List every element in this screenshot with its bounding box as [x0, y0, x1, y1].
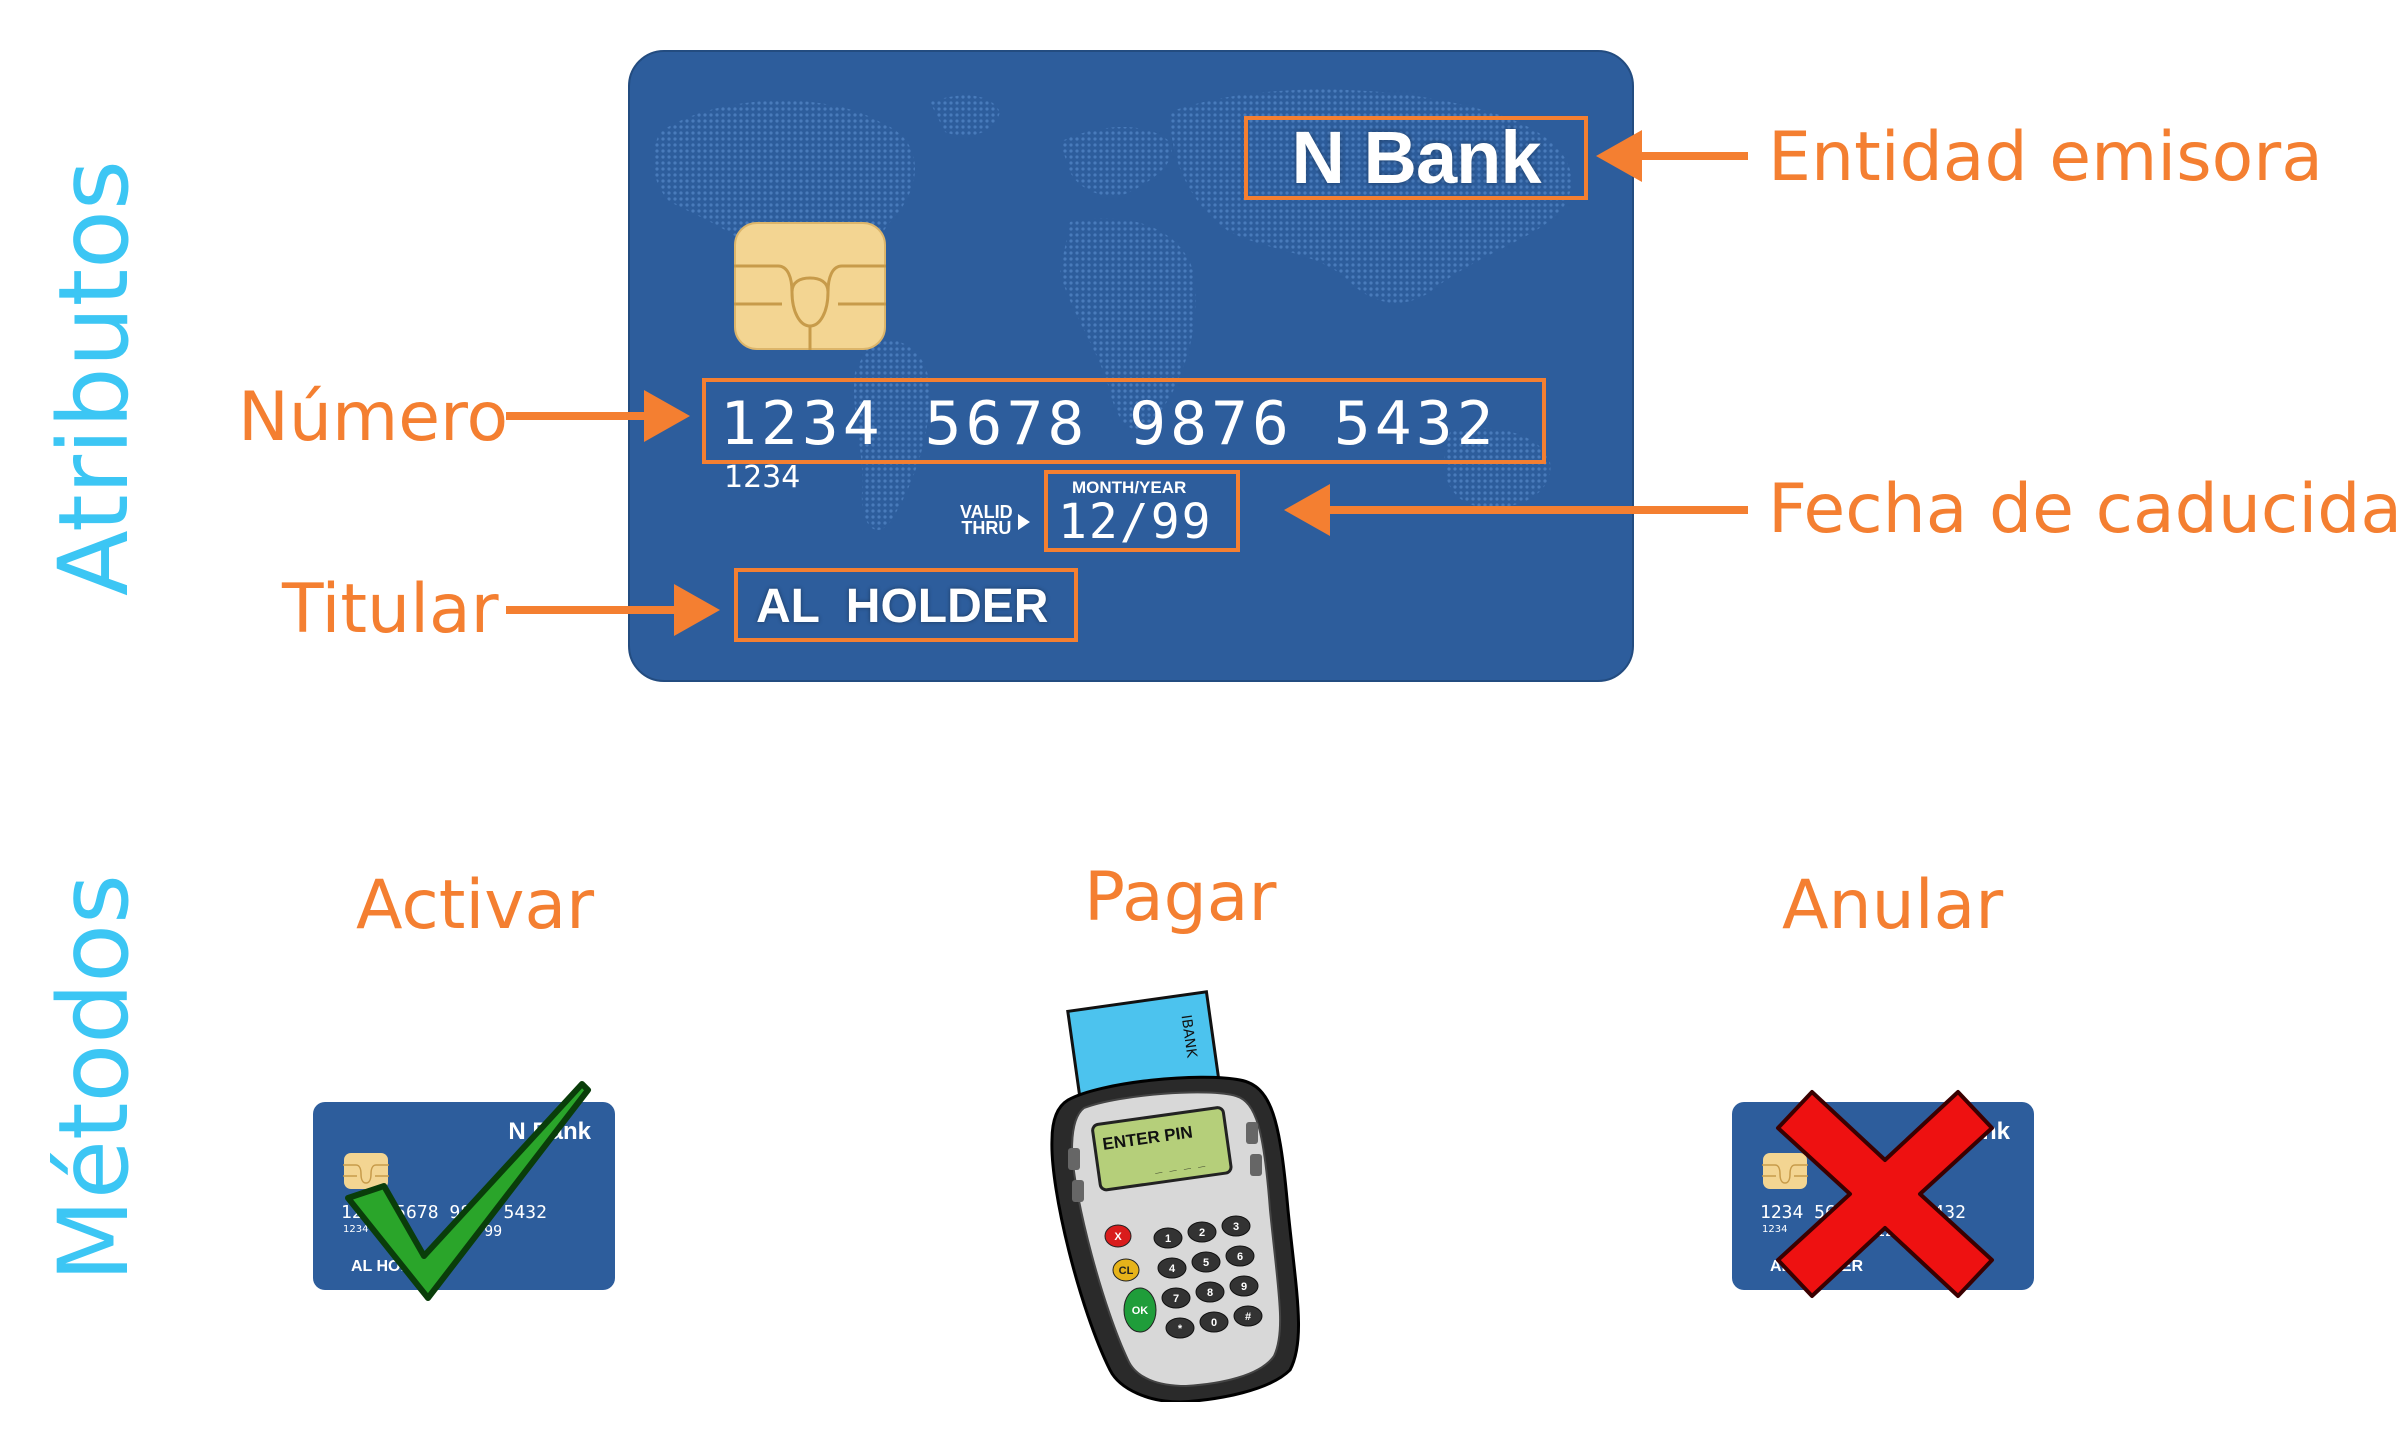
terminal-key-x [1104, 1224, 1132, 1248]
valid-thru-arrow-icon [1018, 514, 1030, 530]
method-activate: Activar [356, 866, 595, 945]
terminal-key-9 [1229, 1275, 1259, 1297]
card-number: 1234 5678 9876 5432 [720, 389, 1498, 459]
expiry-box: MONTH/YEAR 12/99 [1044, 470, 1240, 552]
terminal-card-bank: IBANK [1178, 1014, 1200, 1060]
label-holder: Titular [282, 570, 499, 649]
issuer-arrowhead [1596, 130, 1642, 182]
terminal-key-7 [1161, 1287, 1191, 1309]
terminal-key-label: 6 [1237, 1251, 1243, 1263]
terminal-key-6 [1225, 1245, 1255, 1267]
mini-chip-icon [1762, 1153, 1808, 1189]
terminal-key-label: 9 [1241, 1281, 1247, 1293]
terminal-key-# [1233, 1305, 1263, 1327]
terminal-key-label: 2 [1199, 1227, 1205, 1239]
terminal-key-label: 7 [1173, 1293, 1179, 1305]
svg-text:OK: OK [1132, 1305, 1149, 1317]
terminal-key-* [1165, 1317, 1195, 1339]
holder-arrowhead [674, 584, 720, 636]
month-year-label: MONTH/YEAR [1072, 478, 1187, 497]
credit-card: N Bank 1234 5678 9876 5432 1234 VALID TH… [628, 50, 1634, 682]
terminal-key-label: 1 [1165, 1233, 1171, 1245]
terminal-key-5 [1191, 1251, 1221, 1273]
terminal-key-4 [1157, 1257, 1187, 1279]
label-issuer: Entidad emisora [1768, 118, 2323, 197]
cross-icon [1776, 1090, 1994, 1298]
label-expiry: Fecha de caducidad [1768, 470, 2399, 549]
terminal-key-8 [1195, 1281, 1225, 1303]
issuer-name: N Bank [1244, 116, 1588, 200]
terminal-key-label: # [1245, 1311, 1251, 1323]
expiry-date: 12/99 [1058, 494, 1213, 550]
method-pay: Pagar [1084, 858, 1277, 937]
terminal-key-label: 8 [1207, 1287, 1213, 1299]
valid-thru-label: VALID THRU [960, 502, 1013, 538]
terminal-key-label: 4 [1169, 1263, 1176, 1275]
card-holder: AL HOLDER [756, 580, 1049, 633]
check-icon [345, 1081, 591, 1301]
terminal-key-label: 5 [1203, 1257, 1209, 1269]
expiry-arrowhead [1284, 484, 1330, 536]
method-cancel: Anular [1782, 866, 2004, 945]
svg-text:X: X [1114, 1231, 1122, 1243]
label-number: Número [238, 378, 509, 457]
terminal-key-label: 3 [1233, 1221, 1239, 1233]
terminal-key-3 [1221, 1215, 1251, 1237]
card-number-box: 1234 5678 9876 5432 [702, 378, 1546, 464]
mini-card-number-small: 1234 [1762, 1224, 1788, 1235]
terminal-key-2 [1187, 1221, 1217, 1243]
terminal-key-0 [1199, 1311, 1229, 1333]
svg-text:CL: CL [1119, 1265, 1134, 1277]
terminal-key-label: 0 [1211, 1317, 1217, 1329]
mini-chip-icon [343, 1153, 389, 1189]
card-number-small: 1234 [724, 460, 801, 495]
terminal-key-cl [1112, 1258, 1140, 1282]
chip-icon [734, 222, 886, 350]
holder-box: AL HOLDER [734, 568, 1078, 642]
mini-card-number-small: 1234 [343, 1224, 369, 1235]
terminal-key-ok [1123, 1287, 1157, 1333]
terminal-key-1 [1153, 1227, 1183, 1249]
number-arrowhead [644, 390, 690, 442]
terminal-key-label: * [1178, 1323, 1183, 1335]
